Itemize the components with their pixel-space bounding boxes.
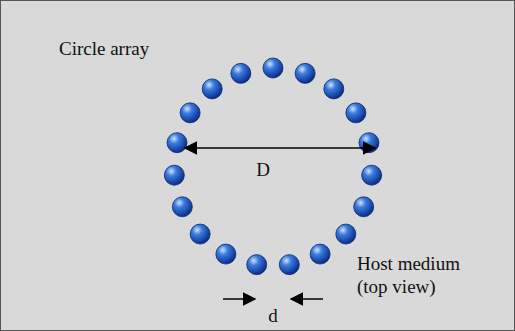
sphere [336, 224, 356, 244]
sphere [324, 79, 344, 99]
sphere [279, 255, 299, 275]
sphere [346, 103, 366, 123]
medium-label: Host medium (top view) [357, 252, 469, 298]
sphere [216, 244, 236, 264]
diameter-arrow [185, 147, 375, 149]
sphere [180, 103, 200, 123]
spacing-arrow [291, 298, 323, 300]
array-label: Circle array [59, 37, 149, 60]
sphere [354, 197, 374, 217]
sphere [190, 224, 210, 244]
sphere [172, 197, 192, 217]
sphere [167, 133, 187, 153]
dimension-label: D [256, 158, 270, 181]
dimension-label: d [268, 304, 278, 327]
sphere [247, 255, 267, 275]
sphere [295, 63, 315, 83]
spacing-arrow [223, 298, 255, 300]
sphere [359, 133, 379, 153]
sphere [202, 79, 222, 99]
sphere [231, 63, 251, 83]
sphere [164, 165, 184, 185]
sphere [310, 244, 330, 264]
sphere [362, 165, 382, 185]
sphere [263, 58, 283, 78]
